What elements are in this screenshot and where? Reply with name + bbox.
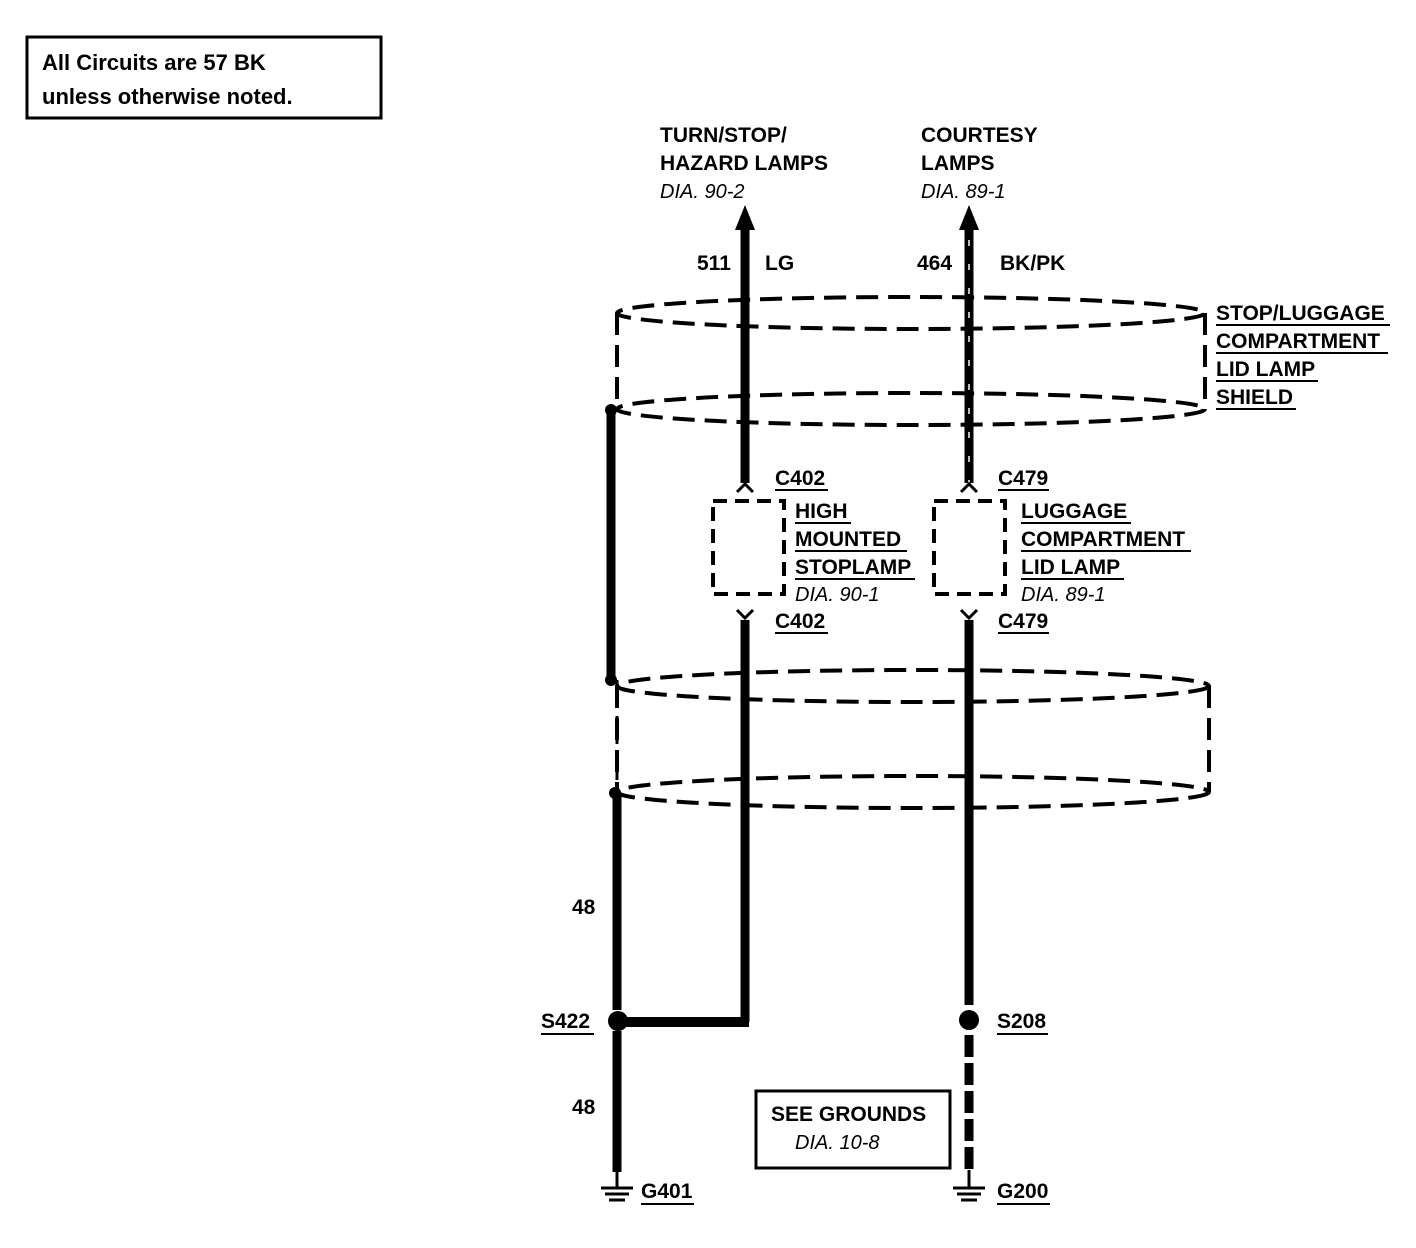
shield-label: STOP/LUGGAGE COMPARTMENT LID LAMP SHIELD xyxy=(1216,302,1390,410)
connector-c479-bottom-marker xyxy=(959,608,979,621)
note-line-2: unless otherwise noted. xyxy=(42,84,293,109)
shield-line-1: STOP/LUGGAGE xyxy=(1216,302,1385,325)
shield-junction-mid xyxy=(605,674,617,686)
lidlamp-label: LUGGAGE COMPARTMENT LID LAMP DIA. 89-1 xyxy=(1021,500,1191,606)
upper-shield-top-ellipse xyxy=(615,295,1207,331)
stoplamp-line-2: MOUNTED xyxy=(795,528,901,551)
circuit-48-upper-label: 48 xyxy=(572,896,596,919)
shield-junction-top xyxy=(605,404,617,416)
arrow-up-right xyxy=(959,205,979,230)
connector-c402-bottom-label: C402 xyxy=(775,610,825,633)
see-grounds-title: SEE GROUNDS xyxy=(771,1103,926,1126)
circuit-511-label: 511 xyxy=(697,252,731,275)
circuit-note: All Circuits are 57 BK unless otherwise … xyxy=(25,35,383,120)
stoplamp-dia: DIA. 90-1 xyxy=(795,584,879,606)
splice-s208-dot xyxy=(959,1010,979,1030)
stoplamp-line-3: STOPLAMP xyxy=(795,556,911,579)
circuit-464-label: 464 xyxy=(917,252,952,275)
shield-line-2: COMPARTMENT xyxy=(1216,330,1380,353)
feed-left-line-2: HAZARD LAMPS xyxy=(660,152,828,175)
lower-shield xyxy=(615,668,1211,810)
feed-right-label: COURTESY LAMPS DIA. 89-1 xyxy=(921,124,1038,203)
feed-left-label: TURN/STOP/ HAZARD LAMPS DIA. 90-2 xyxy=(660,124,828,203)
connector-c402-top-label: C402 xyxy=(775,467,825,490)
lidlamp-line-3: LID LAMP xyxy=(1021,556,1120,579)
circuit-48-lower-label: 48 xyxy=(572,1096,596,1119)
see-grounds-box: SEE GROUNDS DIA. 10-8 xyxy=(754,1089,952,1170)
connector-c479-bottom-label: C479 xyxy=(998,610,1048,633)
ground-g401-icon xyxy=(601,1170,633,1202)
feed-right-dia: DIA. 89-1 xyxy=(921,181,1005,203)
ground-g200-label: G200 xyxy=(997,1180,1048,1203)
shield-junction-bottom xyxy=(609,787,621,799)
upper-shield xyxy=(615,295,1207,427)
wire-511-lg xyxy=(617,228,750,1027)
splice-s422-label: S422 xyxy=(541,1010,590,1033)
lidlamp-line-1: LUGGAGE xyxy=(1021,500,1127,523)
stoplamp-component-box xyxy=(711,499,786,596)
connector-c479-top-marker xyxy=(959,481,979,494)
lower-shield-bottom-ellipse xyxy=(615,774,1211,810)
feed-right-line-1: COURTESY xyxy=(921,124,1038,147)
connector-c402-bottom-marker xyxy=(735,608,755,621)
splice-s422-dot xyxy=(608,1011,628,1031)
color-lg-label: LG xyxy=(765,252,794,275)
shield-line-4: SHIELD xyxy=(1216,386,1293,409)
lidlamp-component-box xyxy=(932,499,1007,596)
note-box xyxy=(25,35,383,120)
see-grounds-dia: DIA. 10-8 xyxy=(795,1132,879,1154)
upper-shield-bottom-ellipse xyxy=(615,391,1207,427)
feed-right-line-2: LAMPS xyxy=(921,152,995,175)
splice-s208-label: S208 xyxy=(997,1010,1046,1033)
shield-line-3: LID LAMP xyxy=(1216,358,1315,381)
note-line-1: All Circuits are 57 BK xyxy=(42,50,266,75)
feed-left-dia: DIA. 90-2 xyxy=(660,181,744,203)
stoplamp-label: HIGH MOUNTED STOPLAMP DIA. 90-1 xyxy=(795,500,915,606)
color-bkpk-label: BK/PK xyxy=(1000,252,1065,275)
connector-c479-top-label: C479 xyxy=(998,467,1048,490)
feed-left-line-1: TURN/STOP/ xyxy=(660,124,787,147)
lower-shield-top-ellipse xyxy=(615,668,1211,704)
lidlamp-line-2: COMPARTMENT xyxy=(1021,528,1185,551)
ground-g401-label: G401 xyxy=(641,1180,693,1203)
ground-g200-icon xyxy=(953,1170,985,1202)
lidlamp-dia: DIA. 89-1 xyxy=(1021,584,1105,606)
arrow-up-left xyxy=(735,205,755,230)
connector-c402-top-marker xyxy=(735,481,755,494)
shield-drain-wire xyxy=(605,404,622,1010)
stoplamp-line-1: HIGH xyxy=(795,500,848,523)
